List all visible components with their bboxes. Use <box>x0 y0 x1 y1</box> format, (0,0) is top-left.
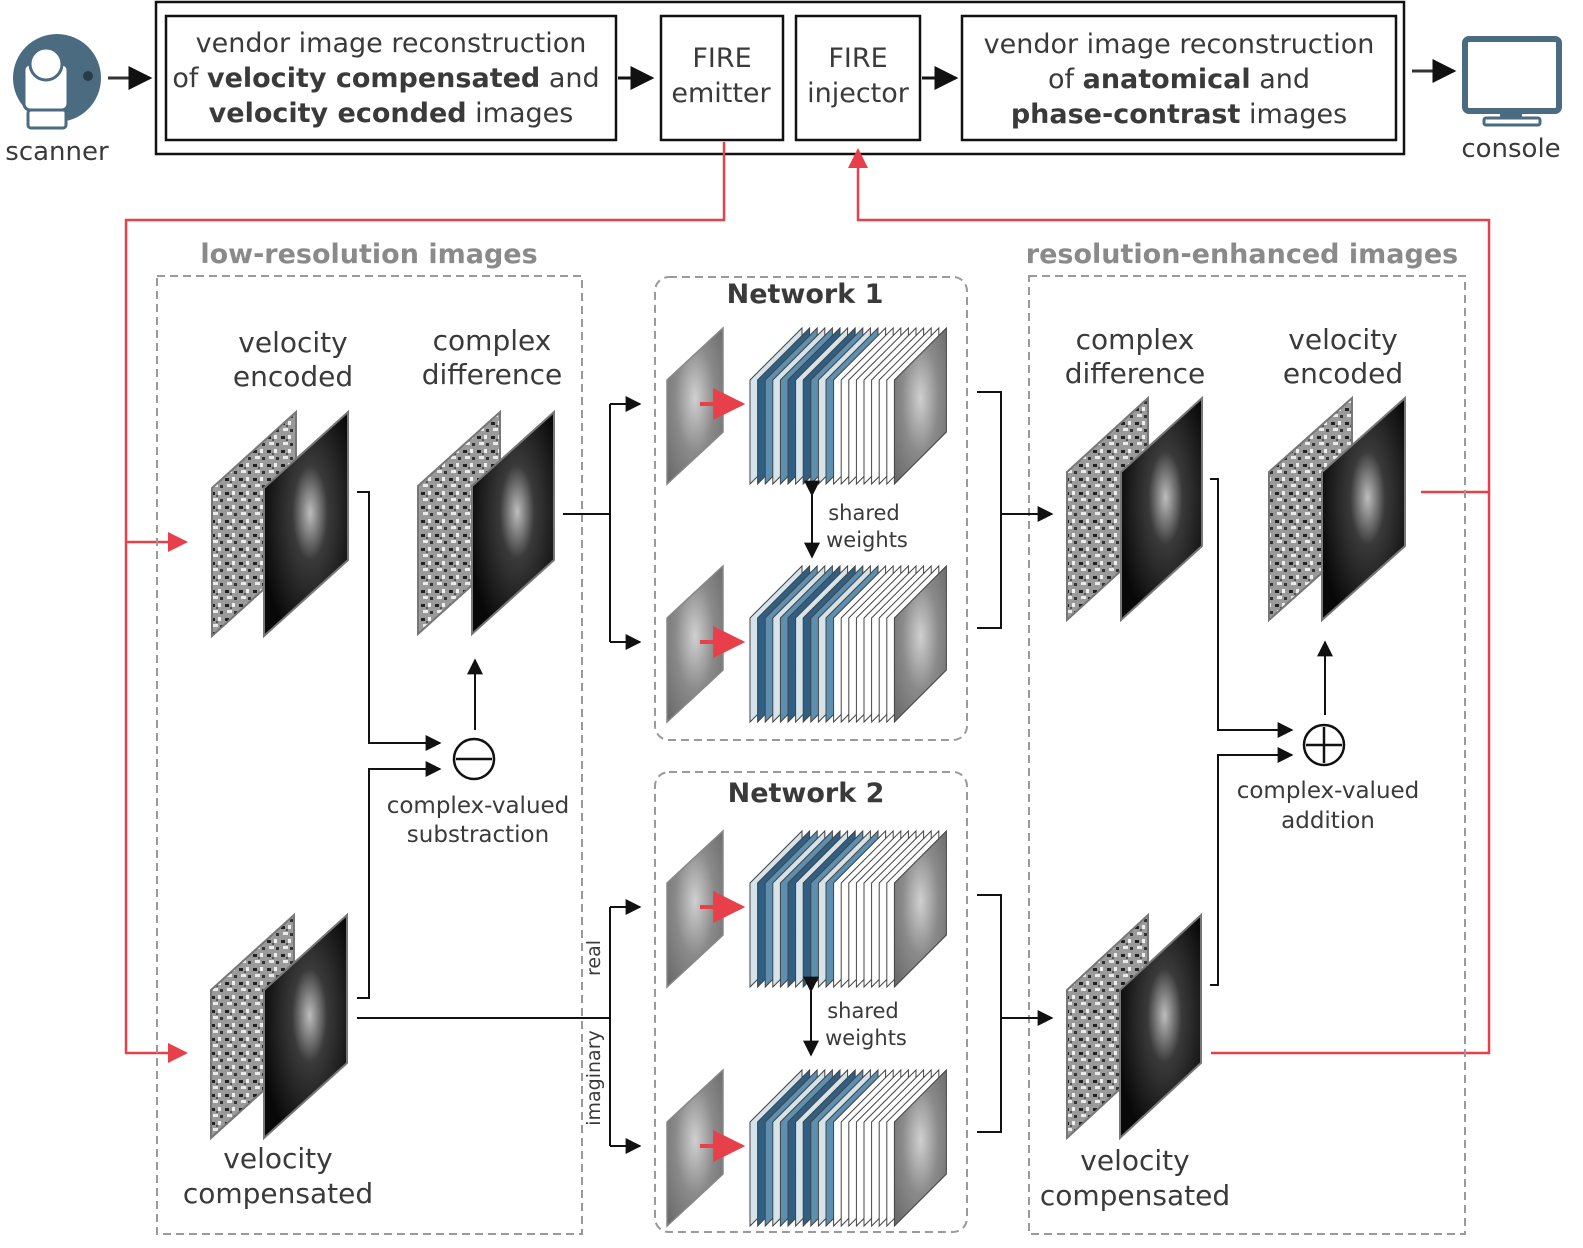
network1-section <box>654 276 968 741</box>
low-cdiff-image-pair <box>417 409 555 637</box>
enh-vel-enc-label-1: velocity <box>1288 323 1397 356</box>
enh-cdiff-label-1: complex <box>1076 323 1195 356</box>
network1-title: Network 1 <box>727 279 884 310</box>
fire-injector-box <box>794 14 922 142</box>
enh-vel-enc-image-pair <box>1268 395 1406 623</box>
low-res-title: low-resolution images <box>200 239 537 270</box>
vendor-recon-box-2 <box>960 14 1398 142</box>
imaginary-label: imaginary <box>583 1030 605 1126</box>
enh-vel-enc-label-2: encoded <box>1283 357 1403 390</box>
addition-label-2: addition <box>1281 808 1375 834</box>
network-stacks <box>666 326 947 1228</box>
n2-top-input-slice <box>666 829 724 989</box>
n2-top-layer <box>893 829 947 989</box>
n1-top-stack <box>666 326 947 486</box>
low-vel-comp-label-2: compensated <box>183 1177 373 1210</box>
addition-label-1: complex-valued <box>1237 778 1420 804</box>
enhanced-section <box>1028 275 1466 1235</box>
vendor-recon-1-line3: velocity econded images <box>209 98 574 129</box>
vendor-recon-2-line1: vendor image reconstruction <box>984 29 1375 60</box>
fire-injector-line2: injector <box>807 78 910 109</box>
addition-connectors <box>1210 478 1333 986</box>
n1-bottom-input-slice <box>666 564 724 724</box>
low-vel-comp-image-pair <box>210 912 348 1141</box>
vendor-recon-2-line3: phase-contrast images <box>1011 99 1347 130</box>
low-cdiff-label-2: difference <box>422 358 563 391</box>
subtraction-label-1: complex-valued <box>387 793 570 819</box>
subtraction-connectors <box>357 491 483 999</box>
low-vel-enc-image-pair <box>211 409 349 639</box>
n2-shared-label-2: weights <box>825 1026 907 1050</box>
n2-top-stack <box>666 829 947 989</box>
n2-shared-label-1: shared <box>827 999 899 1023</box>
enh-vel-comp-image-pair <box>1066 912 1202 1141</box>
scanner-icon <box>13 34 101 130</box>
low-cdiff-label-1: complex <box>433 324 552 357</box>
scanner-label: scanner <box>5 137 109 167</box>
n1-bottom-stack <box>666 564 947 724</box>
vendor-recon-1-line1: vendor image reconstruction <box>196 28 587 59</box>
low-res-section <box>156 275 583 1235</box>
vendor-recon-box-1 <box>164 14 618 142</box>
pipeline-outer-box <box>154 0 1406 156</box>
console-label: console <box>1461 134 1560 164</box>
n2-bottom-input-slice <box>666 1068 724 1228</box>
enhanced-title: resolution-enhanced images <box>1026 239 1458 270</box>
enh-cdiff-label-2: difference <box>1065 357 1206 390</box>
vendor-recon-2-line2: of anatomical and <box>1048 64 1310 95</box>
fire-emitter-line1: FIRE <box>692 43 751 74</box>
n2-bottom-stack <box>666 1068 947 1228</box>
n1-bottom-layer <box>893 564 947 724</box>
enh-cdiff-image-pair <box>1066 395 1203 623</box>
console-icon <box>1462 36 1562 127</box>
network2-section <box>654 771 968 1233</box>
n1-top-input-slice <box>666 326 724 486</box>
fire-emitter-box <box>659 14 785 142</box>
fire-emitter-line2: emitter <box>671 78 771 109</box>
fire-injector-line1: FIRE <box>828 43 887 74</box>
low-vel-enc-label-2: encoded <box>233 360 353 393</box>
n1-shared-label-1: shared <box>828 501 900 525</box>
network-input-connectors <box>357 396 642 1154</box>
network-output-connectors <box>977 391 1054 1133</box>
network2-title: Network 2 <box>728 778 885 809</box>
red-data-path <box>124 142 1491 1063</box>
subtraction-symbol <box>452 737 496 781</box>
vendor-recon-1-line2: of velocity compensated and <box>172 63 599 94</box>
low-vel-enc-label-1: velocity <box>238 326 347 359</box>
enh-vel-comp-label-2: compensated <box>1040 1179 1230 1212</box>
n1-top-layer <box>893 326 947 486</box>
n2-bottom-layer <box>893 1068 947 1228</box>
n1-shared-label-2: weights <box>826 528 908 552</box>
subtraction-label-2: substraction <box>407 822 549 848</box>
real-label: real <box>583 940 605 976</box>
enh-vel-comp-label-1: velocity <box>1080 1144 1189 1177</box>
low-vel-comp-label-1: velocity <box>223 1142 332 1175</box>
addition-symbol <box>1302 723 1346 767</box>
